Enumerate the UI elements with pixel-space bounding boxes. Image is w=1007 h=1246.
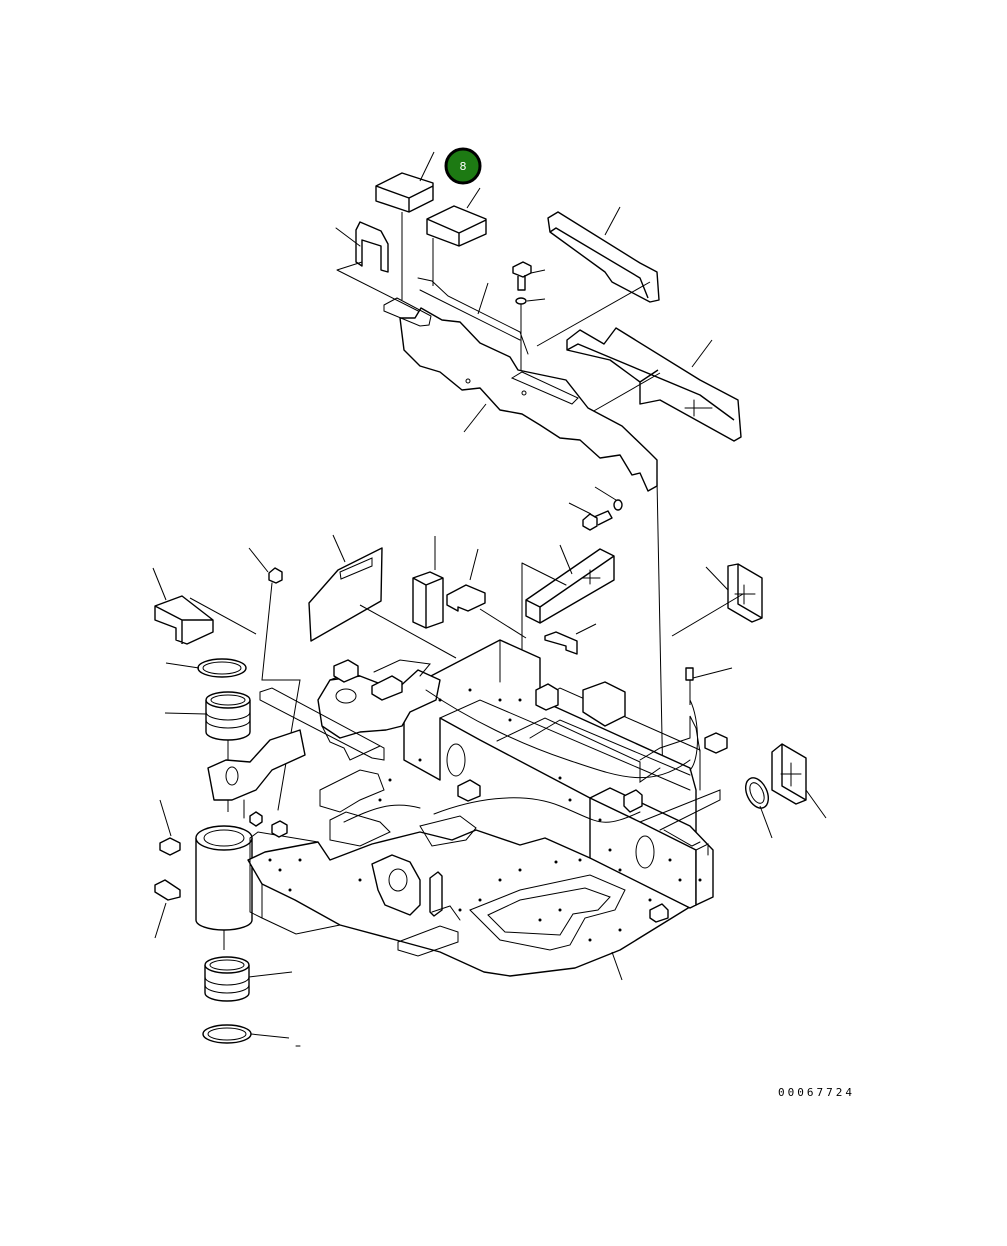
- mount-block-left: [154, 595, 214, 645]
- block-piece-b: [446, 584, 486, 612]
- rear-cover-plate: [566, 327, 742, 442]
- rubber-block-left: [375, 172, 434, 213]
- grease-fitting-upper: [159, 837, 181, 856]
- swing-bracket-parts: [152, 547, 301, 1044]
- revolving-frame: [207, 639, 728, 981]
- bushing-lower: [204, 956, 250, 1002]
- mounting-plate: [399, 307, 658, 492]
- frame-holes: [268, 688, 702, 942]
- square-pad-upper: [727, 563, 763, 623]
- top-cover-group: [335, 151, 742, 841]
- boom-bracket-left: [317, 669, 441, 739]
- main-beam: [403, 639, 697, 909]
- bolt-mid: [582, 510, 613, 531]
- mid-parts-group: [308, 486, 827, 839]
- grease-fitting-lower: [154, 879, 181, 901]
- side-cover-plate: [547, 211, 660, 303]
- wedge-block: [525, 548, 615, 624]
- bolt-top: [512, 261, 532, 291]
- callout-8[interactable]: 8: [444, 147, 482, 185]
- square-pad-lower: [771, 743, 807, 805]
- rubber-block-right: [426, 205, 487, 247]
- drawing-reference-number: 00067724: [778, 1086, 855, 1099]
- cover-panel: [308, 547, 383, 642]
- swing-post: [195, 825, 253, 931]
- seal-ring-right: [744, 777, 770, 809]
- bushing-upper: [205, 691, 251, 741]
- block-piece-a: [412, 571, 444, 629]
- bracket-clip: [355, 221, 389, 273]
- small-clip: [544, 631, 578, 655]
- callout-8-label: 8: [460, 160, 467, 173]
